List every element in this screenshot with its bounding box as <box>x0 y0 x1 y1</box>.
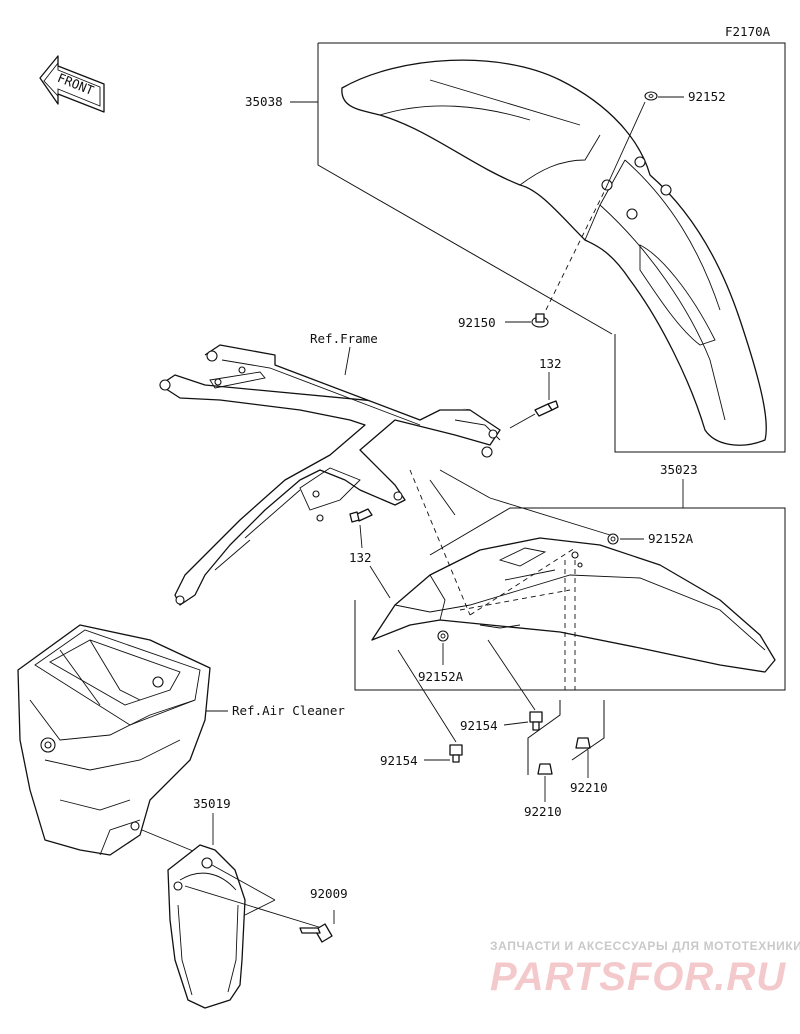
label-ref-air-cleaner: Ref.Air Cleaner <box>232 703 345 718</box>
label-92152: 92152 <box>688 89 726 104</box>
label-92210-left: 92210 <box>524 804 562 819</box>
side-cover[interactable] <box>167 844 246 1009</box>
label-35019: 35019 <box>193 796 231 811</box>
washer-92152a-middle[interactable] <box>437 630 449 642</box>
label-92210-right: 92210 <box>570 780 608 795</box>
figure-code: F2170A <box>725 24 771 39</box>
front-fender[interactable] <box>341 59 767 446</box>
watermark-logo: PARTSFOR.RU <box>490 955 786 999</box>
screw-92009[interactable] <box>299 923 333 943</box>
label-35038: 35038 <box>245 94 283 109</box>
air-cleaner-box <box>17 624 211 856</box>
label-132-upper: 132 <box>539 356 562 371</box>
rear-fender-group-box <box>354 507 786 691</box>
washer-92152a-upper[interactable] <box>607 533 619 545</box>
front-arrow-icon: FRONT <box>39 55 105 113</box>
label-92009: 92009 <box>310 886 348 901</box>
bolt-92154-left[interactable] <box>449 744 463 763</box>
nut-92210-left[interactable] <box>537 763 553 775</box>
bolt-132-upper[interactable] <box>534 400 559 417</box>
washer-92150[interactable] <box>531 313 549 328</box>
rear-fender[interactable] <box>371 537 776 673</box>
bolt-92154-right[interactable] <box>529 711 543 731</box>
label-92152a-upper: 92152A <box>648 531 694 546</box>
label-35023: 35023 <box>660 462 698 477</box>
label-92154-right: 92154 <box>460 718 498 733</box>
washer-92152[interactable] <box>644 91 658 101</box>
sub-frame <box>159 344 501 606</box>
front-fender-group-box <box>317 42 786 453</box>
label-92150: 92150 <box>458 315 496 330</box>
label-92154-left: 92154 <box>380 753 418 768</box>
label-92152a-middle: 92152A <box>418 669 464 684</box>
watermark-caption: ЗАПЧАСТИ И АКСЕССУАРЫ ДЛЯ МОТОТЕХНИКИ <box>490 939 800 953</box>
bolt-132-lower[interactable] <box>349 508 373 523</box>
label-ref-frame: Ref.Frame <box>310 331 378 346</box>
nut-92210-right[interactable] <box>575 737 591 749</box>
label-132-lower: 132 <box>349 550 372 565</box>
